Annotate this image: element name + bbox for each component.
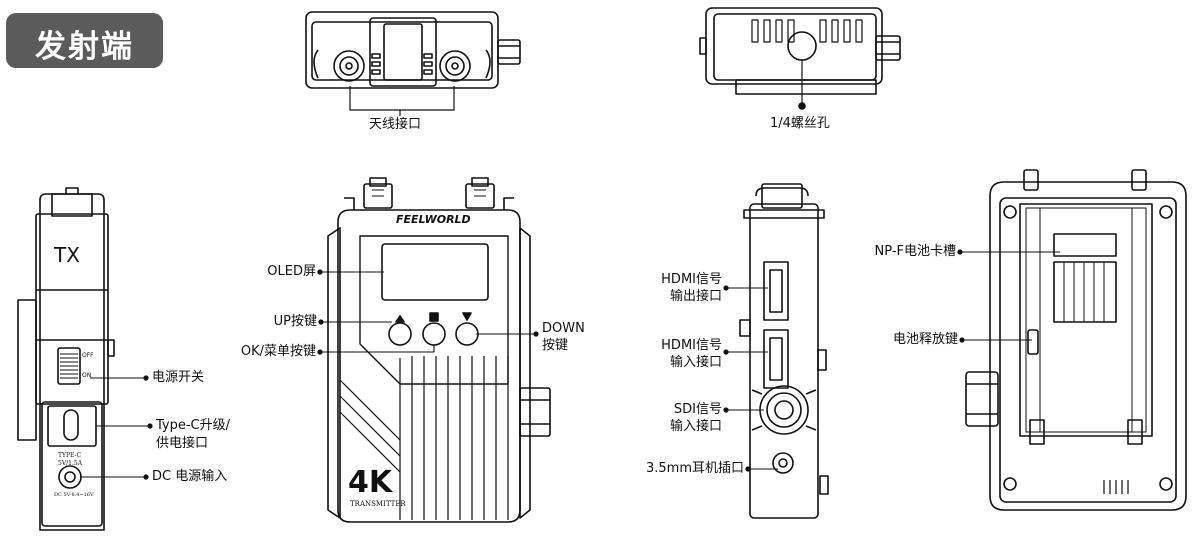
brand-text: FEELWORLD [396, 213, 471, 226]
label-dc-input: DC 电源输入 [152, 469, 228, 484]
label-oled: OLED屏 [267, 264, 316, 279]
section-badge: 发射端 [6, 13, 163, 68]
label-down-button-1: DOWN [542, 321, 585, 336]
callout-dots [143, 249, 965, 480]
big-4k-text: 4K [348, 465, 394, 500]
label-down-button-2: 按键 [542, 338, 569, 353]
top-view-antenna [305, 11, 521, 116]
side-view-tx [17, 187, 115, 531]
back-view [965, 169, 1187, 511]
label-npf-slot: NP-F电池卡槽 [874, 244, 956, 259]
label-antenna: 天线接口 [369, 117, 422, 132]
switch-off-text: OFF [82, 352, 94, 359]
label-hdmi-out-2: 输出接口 [669, 289, 722, 304]
label-hdmi-out-1: HDMI信号 [661, 272, 722, 287]
label-ok-menu-button: OK/菜单按键 [240, 344, 316, 359]
typec-print-text: TYPE-C [58, 452, 82, 459]
typec-spec-text: 5V/1.5A [58, 460, 83, 467]
dc-print-text: DC 5V-8.4~16V [54, 492, 94, 498]
label-up-button: UP按键 [273, 314, 317, 329]
label-typec-1: Type-C升级/ [156, 418, 231, 433]
label-earphone-jack: 3.5mm耳机插口 [645, 461, 744, 476]
top-view-screw [699, 7, 901, 110]
label-hdmi-in-2: 输入接口 [669, 355, 722, 370]
label-sdi-2: 输入接口 [669, 419, 722, 434]
side-view-ports [739, 183, 829, 519]
transmitter-text: TRANSMITTER [350, 500, 406, 508]
callout-lines [80, 251, 1060, 478]
label-sdi-1: SDI信号 [673, 402, 722, 417]
front-view: FEELWORLD 4K TRANSMITTER [327, 177, 551, 523]
label-typec-2: 供电接口 [156, 436, 209, 451]
label-hdmi-in-1: HDMI信号 [661, 338, 722, 353]
label-screw-hole: 1/4螺丝孔 [770, 116, 830, 131]
label-battery-release: 电池释放键 [892, 332, 958, 347]
label-power-switch: 电源开关 [152, 370, 205, 385]
switch-on-text: ON [82, 372, 92, 379]
tx-label: TX [54, 243, 80, 267]
section-badge-text: 发射端 [35, 29, 134, 65]
